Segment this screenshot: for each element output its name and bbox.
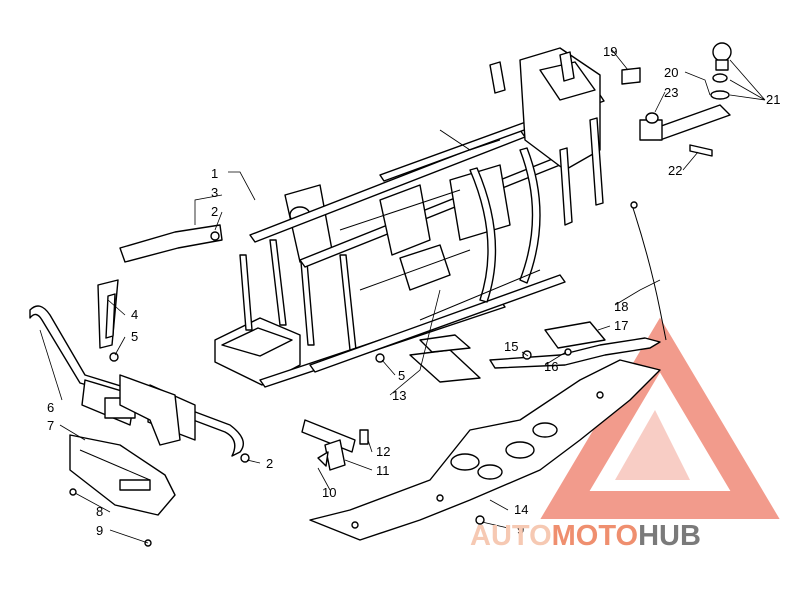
callout-9-right: 9 — [517, 522, 524, 537]
callout-2-top: 2 — [211, 204, 218, 219]
callout-19: 19 — [603, 44, 617, 59]
callout-5-mid: 5 — [398, 368, 405, 383]
callout-11: 11 — [376, 463, 390, 478]
upper-bracket — [119, 224, 223, 263]
callout-7: 7 — [47, 418, 54, 433]
watermark-triangle — [540, 317, 780, 519]
callout-1: 1 — [211, 166, 218, 181]
callout-2-bottom: 2 — [266, 456, 273, 471]
callout-labels: 1 3 2 4 5 6 7 2 8 9 5 13 10 11 12 15 16 … — [47, 44, 780, 538]
watermark-logo: AUTOMOTOHUB — [470, 520, 701, 553]
rear-footrest — [489, 321, 661, 369]
callout-16: 16 — [544, 359, 558, 374]
callout-12: 12 — [376, 444, 390, 459]
watermark-text-moto: MOTO — [551, 520, 639, 552]
decal-plate — [621, 67, 641, 85]
callout-13: 13 — [392, 388, 406, 403]
small-bracket — [301, 419, 369, 471]
callout-23: 23 — [664, 85, 678, 100]
callout-17: 17 — [614, 318, 628, 333]
callout-20: 20 — [664, 65, 678, 80]
main-frame — [214, 47, 605, 388]
front-bumper — [29, 305, 244, 457]
callout-18: 18 — [614, 299, 628, 314]
callout-4: 4 — [131, 307, 138, 322]
heat-shield — [409, 334, 481, 383]
callout-15: 15 — [504, 339, 518, 354]
callout-8: 8 — [96, 504, 103, 519]
front-skid-plate — [69, 434, 176, 516]
watermark-text-auto: AUTO — [470, 520, 552, 552]
skid-plate — [309, 359, 661, 541]
front-bracket — [97, 279, 119, 349]
callout-9-left: 9 — [96, 523, 103, 538]
cable — [630, 201, 667, 341]
callout-5-left: 5 — [131, 329, 138, 344]
leader-lines — [39, 49, 766, 544]
callout-10: 10 — [322, 485, 336, 500]
callout-6: 6 — [47, 400, 54, 415]
callout-3: 3 — [211, 185, 218, 200]
watermark-text-hub: HUB — [638, 520, 701, 552]
hitch-assembly — [639, 42, 732, 157]
callout-22: 22 — [668, 163, 682, 178]
callout-14: 14 — [514, 502, 528, 517]
callout-21: 21 — [766, 92, 780, 107]
